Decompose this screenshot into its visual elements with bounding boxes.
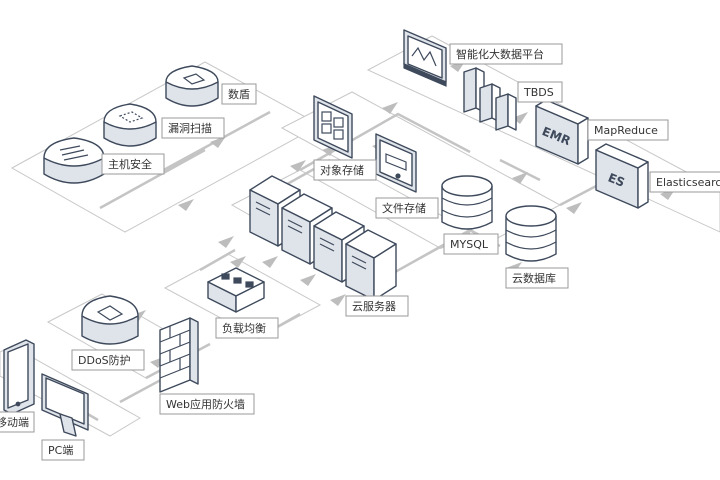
- label-file-storage-text: 文件存储: [382, 201, 426, 215]
- label-mobile: 移动端: [0, 411, 35, 433]
- es-icon: ES: [595, 143, 649, 209]
- label-bigdata-platform: 智能化大数据平台: [449, 43, 563, 65]
- arrow-12: [330, 294, 346, 306]
- label-cloud-server: 云服务器: [345, 295, 409, 317]
- shuju-icon: [165, 65, 219, 107]
- label-waf: Web应用防火墙: [159, 393, 255, 415]
- object-storage-icon: [313, 95, 353, 159]
- tbds-icon: [463, 67, 517, 131]
- label-shuju: 数盾: [221, 83, 257, 105]
- mysql-db-icon: [441, 175, 493, 230]
- label-tbds: TBDS: [517, 81, 563, 103]
- label-mapreduce-text: MapReduce: [594, 124, 658, 137]
- label-host-security-text: 主机安全: [108, 157, 152, 171]
- arrow-3: [300, 274, 316, 286]
- label-cloud-db: 云数据库: [505, 267, 569, 289]
- load-balancer-icon: [207, 267, 265, 313]
- label-load-balancer: 负载均衡: [215, 317, 279, 339]
- host-security-icon: [43, 137, 105, 184]
- arrow-11: [566, 202, 582, 214]
- cloud-server-icons: [249, 175, 397, 301]
- arrow-9: [512, 172, 528, 184]
- es-icon-text: ES: [606, 171, 627, 190]
- label-file-storage: 文件存储: [375, 197, 439, 219]
- label-shuju-text: 数盾: [228, 88, 250, 101]
- mobile-icon: [3, 339, 35, 415]
- cloud-db-icon: [505, 205, 557, 262]
- server-icon: [345, 229, 397, 301]
- label-elasticsearch: Elasticsearch: [649, 171, 720, 193]
- file-storage-icon: [375, 133, 417, 193]
- pc-monitor-icon: [41, 373, 89, 437]
- arrow-16: [210, 136, 226, 148]
- label-vuln-scan-text: 漏洞扫描: [168, 121, 212, 135]
- label-mysql-text: MYSQL: [450, 238, 489, 251]
- arrow-1: [230, 256, 246, 268]
- arrow-5: [290, 160, 306, 172]
- label-mysql: MYSQL: [443, 233, 499, 255]
- vulnerability-scan-icon: [103, 103, 157, 147]
- bigdata-platform-icon: [403, 29, 447, 87]
- label-tbds-text: TBDS: [523, 86, 554, 99]
- emr-icon: EMR: [535, 99, 589, 165]
- label-host-security: 主机安全: [101, 153, 165, 175]
- label-cloud-server-text: 云服务器: [352, 300, 396, 313]
- label-elasticsearch-text: Elasticsearch: [656, 176, 720, 189]
- firewall-icon: [159, 317, 199, 393]
- ddos-protection-icon: [81, 295, 139, 345]
- label-ddos: DDoS防护: [71, 349, 145, 371]
- label-mobile-text: 移动端: [0, 416, 29, 429]
- label-cloud-db-text: 云数据库: [512, 271, 556, 285]
- label-bigdata-platform-text: 智能化大数据平台: [456, 47, 544, 61]
- label-object-storage: 对象存储: [313, 159, 377, 181]
- arrow-4: [218, 236, 234, 248]
- label-object-storage-text: 对象存储: [320, 163, 364, 177]
- arrow-7: [382, 102, 398, 114]
- label-vuln-scan: 漏洞扫描: [161, 117, 225, 139]
- label-mapreduce: MapReduce: [587, 119, 669, 141]
- arrow-2: [262, 256, 278, 268]
- label-pc-text: PC端: [48, 444, 73, 457]
- arrow-14: [178, 199, 194, 211]
- label-waf-text: Web应用防火墙: [166, 397, 245, 411]
- label-load-balancer-text: 负载均衡: [222, 321, 266, 335]
- label-pc: PC端: [41, 439, 85, 461]
- label-ddos-text: DDoS防护: [78, 353, 131, 367]
